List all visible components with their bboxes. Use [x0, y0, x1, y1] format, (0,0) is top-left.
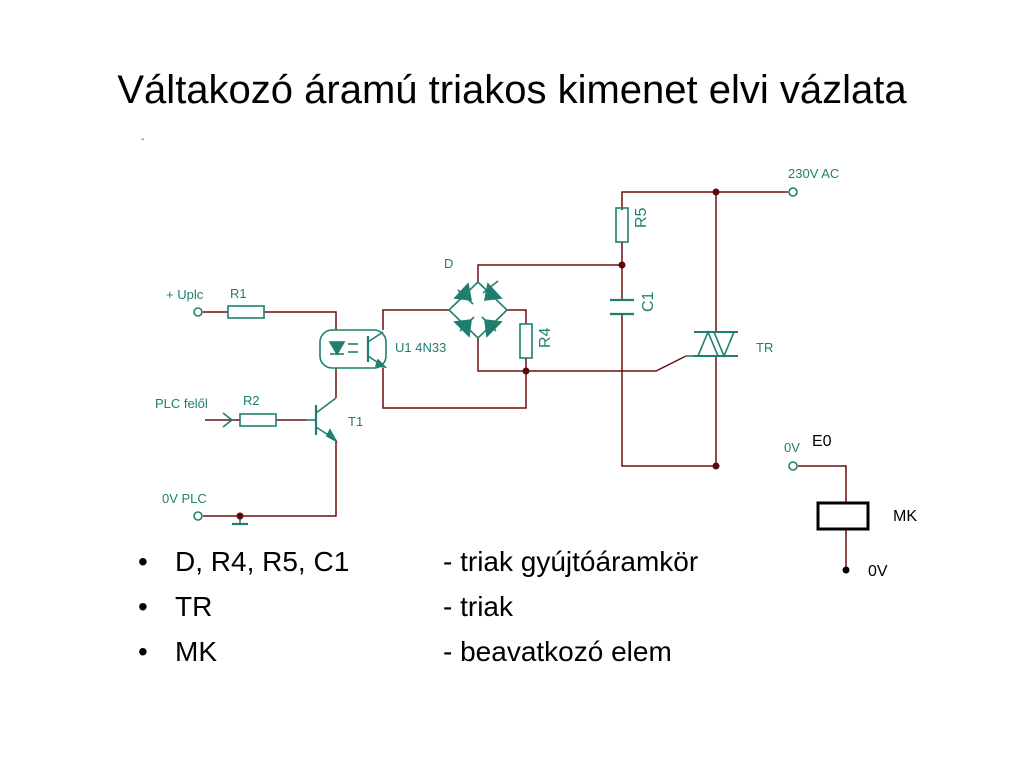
label-d: D	[444, 256, 453, 271]
label-zero-v-out: 0V	[868, 563, 888, 580]
wires	[203, 191, 847, 570]
terminal-ac	[788, 187, 798, 197]
junction-dot	[618, 261, 626, 269]
junction-dot	[712, 462, 720, 470]
label-tr: TR	[756, 340, 773, 355]
wire-relay-in	[798, 465, 847, 502]
junction-dot	[522, 367, 530, 375]
triac-tr	[686, 329, 738, 359]
label-r4: R4	[537, 327, 554, 348]
wire-gate	[526, 355, 687, 372]
resistor-r2	[239, 413, 277, 427]
terminal-uplc	[193, 307, 203, 317]
transistor-t1	[306, 397, 339, 444]
junction-dot	[236, 512, 244, 520]
terminal-zero-v-in	[788, 461, 798, 471]
bullet-icon: •	[138, 546, 148, 577]
wire-t1-to-gnd	[203, 456, 337, 517]
wire-r5-to-bridge	[477, 242, 623, 282]
bullet-term: D, R4, R5, C1	[175, 546, 350, 577]
capacitor-c1	[610, 298, 634, 316]
resistor-r4	[519, 323, 533, 359]
bullet-desc: - triak gyújtóáramkör	[443, 546, 699, 577]
stray-mark: -	[141, 134, 145, 145]
label-uplc: + Uplc	[166, 287, 204, 302]
optocoupler-u1	[319, 329, 388, 369]
label-zero-v-in: 0V	[784, 440, 800, 455]
relay-coil-mk	[816, 501, 870, 531]
wire-c1-bottom	[621, 314, 716, 467]
diode-bridge-d	[447, 280, 509, 340]
page-title: Váltakozó áramú triakos kimenet elvi váz…	[117, 68, 907, 112]
terminal-zero-v-out	[842, 566, 850, 574]
bullet-icon: •	[138, 591, 148, 622]
label-plc-felol: PLC felől	[155, 396, 208, 411]
label-230v-ac: 230V AC	[788, 166, 839, 181]
terminal-zero-plc	[193, 511, 203, 521]
wire-bridge-left	[382, 309, 449, 330]
label-r1: R1	[230, 286, 247, 301]
junction-dot	[712, 188, 720, 196]
bullet-term: MK	[175, 636, 217, 667]
resistor-r1	[227, 305, 265, 319]
bullet-desc: - beavatkozó elem	[443, 636, 672, 667]
wire-r1-led	[264, 311, 337, 330]
label-c1: C1	[640, 291, 657, 312]
label-zero-plc: 0V PLC	[162, 491, 207, 506]
wire-r4-bottom	[382, 358, 527, 409]
bullet-icon: •	[138, 636, 148, 667]
junctions	[236, 188, 720, 520]
bullet-desc: - triak	[443, 591, 513, 622]
label-e0: E0	[812, 433, 832, 450]
wire-bridge-right	[507, 309, 527, 324]
label-mk: MK	[893, 508, 917, 525]
label-r5: R5	[633, 207, 650, 228]
label-u1: U1 4N33	[395, 340, 446, 355]
plc-input-arrow-icon	[222, 412, 234, 428]
wire-bridge-bottom	[477, 338, 526, 372]
label-t1: T1	[348, 414, 363, 429]
resistor-r5	[615, 207, 629, 243]
label-r2: R2	[243, 393, 260, 408]
bullet-term: TR	[175, 591, 213, 622]
wire-ac-rail	[621, 191, 788, 210]
